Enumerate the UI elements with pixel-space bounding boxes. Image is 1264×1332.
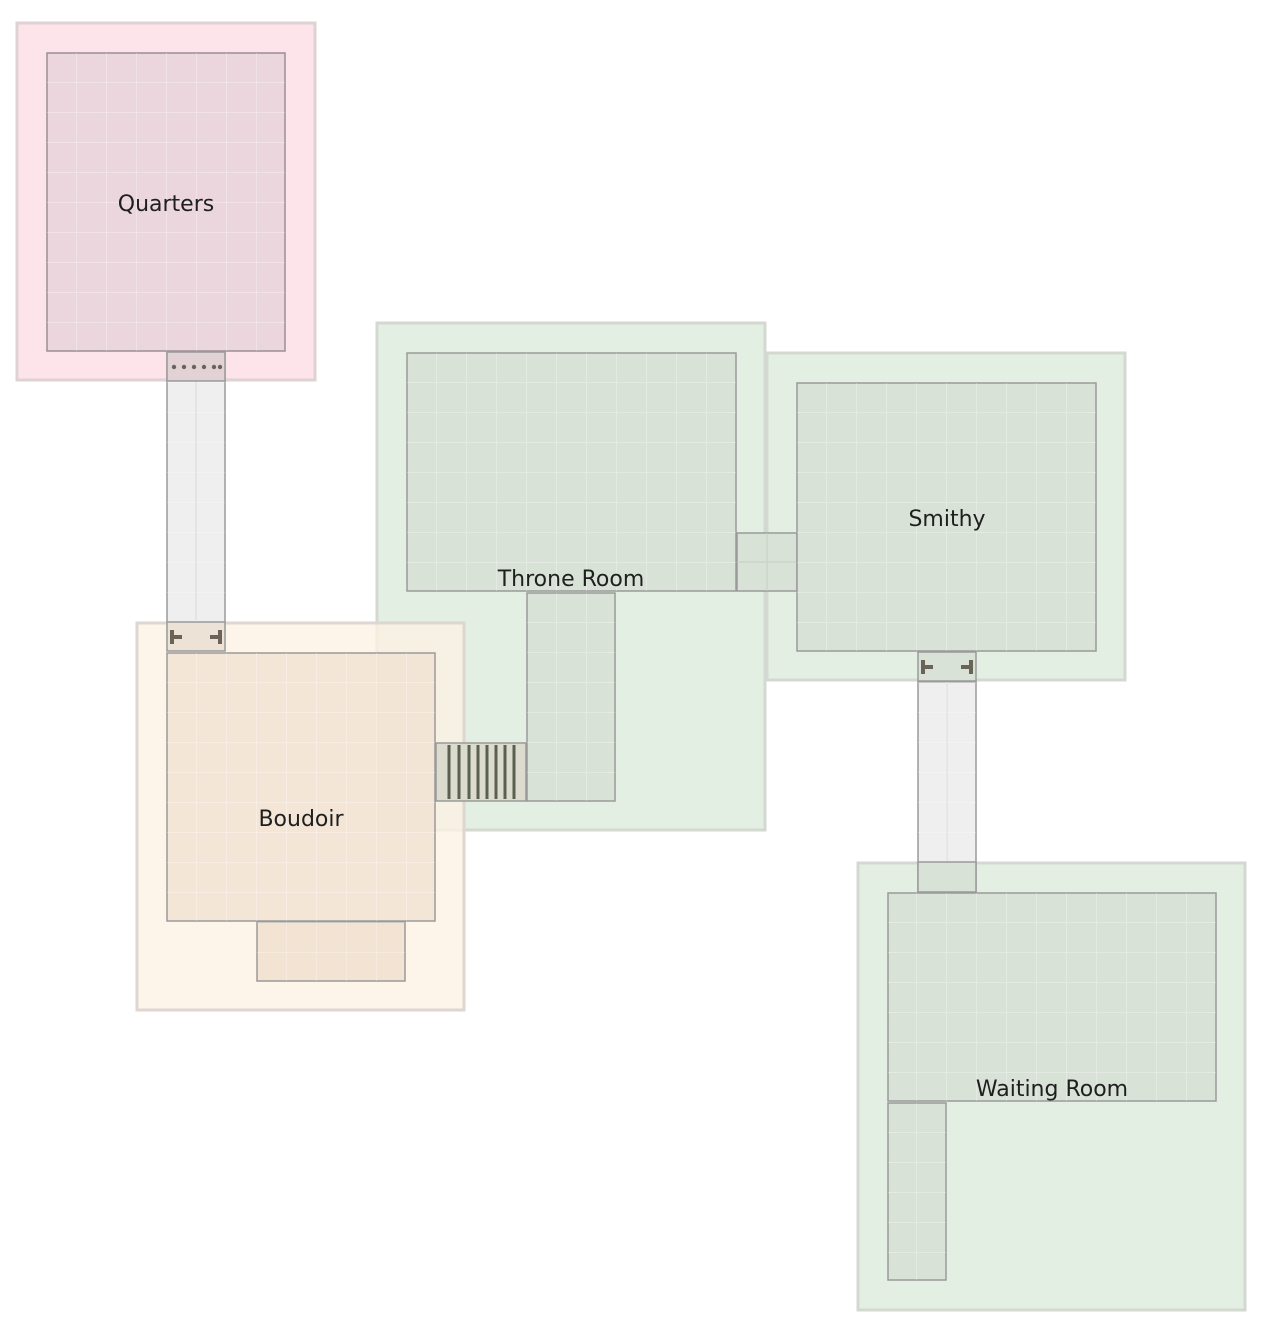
room-waiting-room[interactable] <box>887 892 1217 1281</box>
label-smithy: Smithy <box>908 507 985 532</box>
portcullis-door[interactable] <box>166 351 226 382</box>
double-door-smithy[interactable] <box>917 651 977 682</box>
label-quarters: Quarters <box>118 192 214 217</box>
room-smithy[interactable] <box>796 382 1097 652</box>
stairs[interactable] <box>435 742 527 802</box>
double-door-boudoir[interactable] <box>166 621 226 652</box>
room-boudoir[interactable] <box>166 652 436 982</box>
corridor-smithy-waiting[interactable] <box>917 681 977 893</box>
room-quarters[interactable] <box>46 52 286 352</box>
corridor-quarters-boudoir[interactable] <box>166 351 226 651</box>
opening-throne-smithy[interactable] <box>736 532 798 592</box>
label-waiting-room: Waiting Room <box>976 1077 1128 1102</box>
label-boudoir: Boudoir <box>258 807 344 832</box>
label-throne-room: Throne Room <box>497 567 645 592</box>
room-throne-room[interactable] <box>406 352 737 802</box>
